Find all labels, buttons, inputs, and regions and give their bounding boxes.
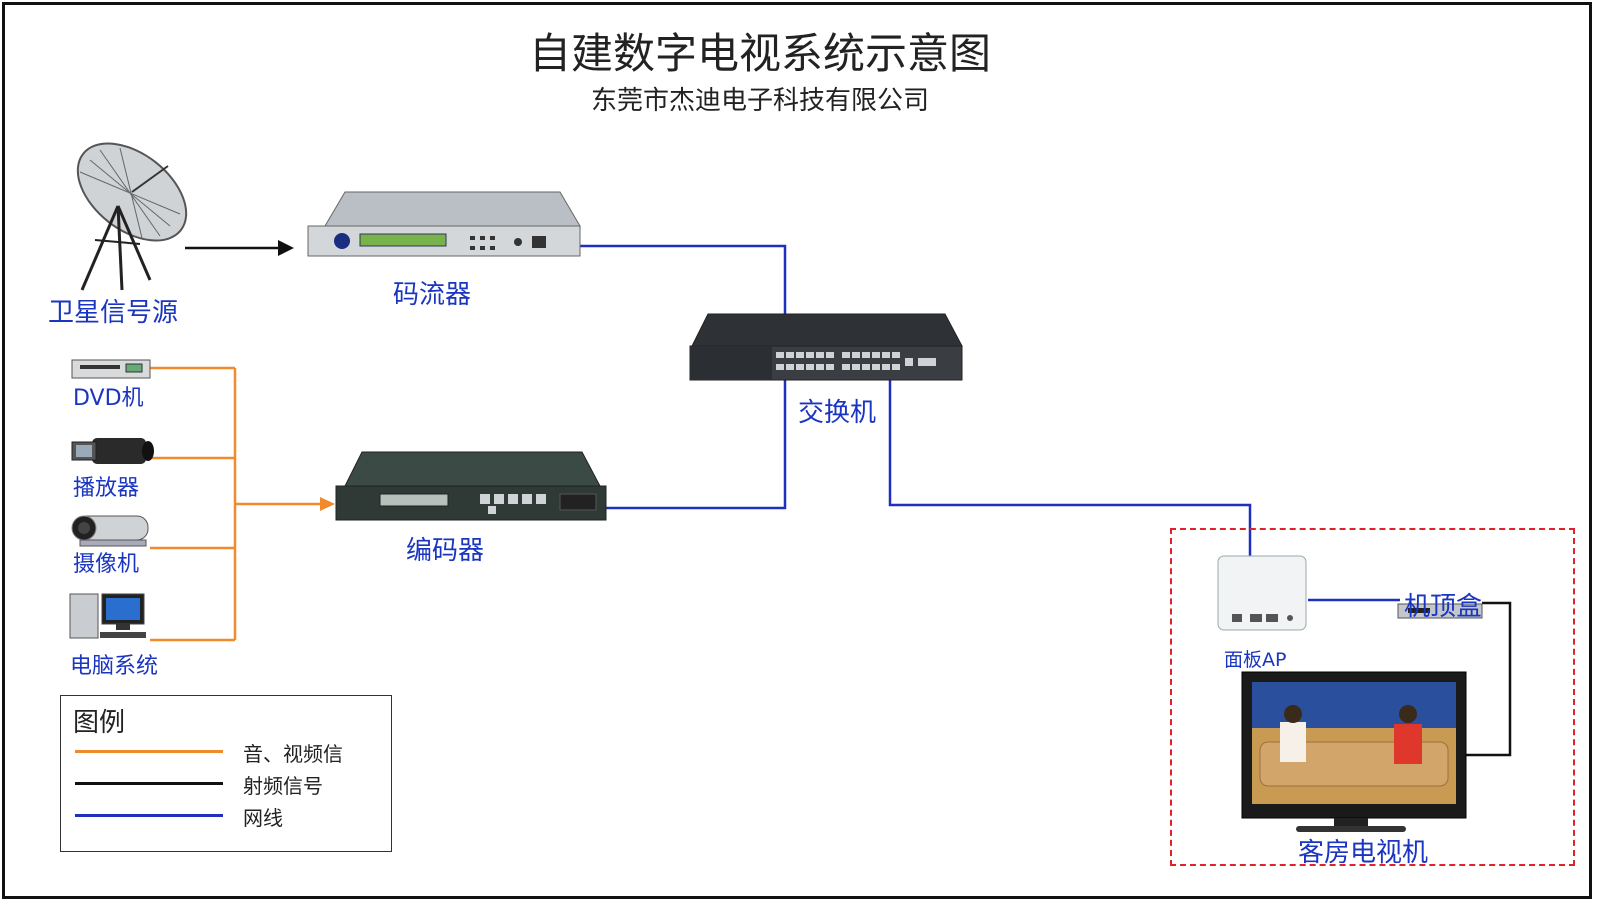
camcorder-icon <box>71 438 154 464</box>
dvd-label: DVD机 <box>73 386 144 411</box>
av-arrowhead <box>320 497 335 511</box>
encoder-device-icon <box>335 451 607 521</box>
legend-swatch-rf <box>75 782 223 785</box>
cctv-camera-icon <box>71 515 149 547</box>
legend-swatch-net <box>75 814 223 817</box>
stream-device-icon <box>307 191 581 257</box>
guest-room-boundary <box>1170 528 1575 866</box>
dvd-player-icon <box>71 359 151 379</box>
tv-icon <box>1241 671 1467 832</box>
net-link-switch-ap <box>888 374 1252 560</box>
legend-title: 图例 <box>73 708 126 738</box>
wifi-ap-icon <box>1217 555 1307 631</box>
camera-label: 摄像机 <box>73 552 140 577</box>
legend-swatch-av <box>75 750 223 753</box>
page-subtitle: 东莞市杰迪电子科技有限公司 <box>590 86 929 116</box>
av-links <box>150 366 335 642</box>
satellite-label: 卫星信号源 <box>48 298 179 328</box>
switch-ports <box>776 352 936 370</box>
legend-label-av: 音、视频信 <box>243 742 343 766</box>
net-link-encoder-switch <box>604 378 787 510</box>
stb-label: 机顶盒 <box>1404 592 1483 622</box>
legend-row-rf: 射频信号 <box>75 770 375 798</box>
legend: 图例 音、视频信 射频信号 网线 <box>60 695 392 852</box>
player-label: 播放器 <box>73 476 140 501</box>
legend-row-net: 网线 <box>75 802 375 830</box>
pc-icon <box>69 593 146 639</box>
legend-label-net: 网线 <box>243 806 283 830</box>
legend-row-av: 音、视频信 <box>75 738 375 766</box>
rf-arrowhead <box>278 240 294 256</box>
page-title: 自建数字电视系统示意图 <box>528 29 991 78</box>
rf-links <box>185 240 1512 757</box>
set-top-box-icon <box>1397 603 1483 619</box>
rf-link-stb-tv <box>1465 601 1512 757</box>
encoder-label: 编码器 <box>406 536 485 566</box>
switch-label: 交换机 <box>798 398 877 428</box>
switch-icon <box>689 313 963 381</box>
ap-label: 面板AP <box>1224 649 1287 671</box>
tv-label: 客房电视机 <box>1298 838 1429 868</box>
pc-label: 电脑系统 <box>70 654 159 679</box>
stream-label: 码流器 <box>393 280 472 310</box>
satellite-dish-icon <box>76 142 188 291</box>
legend-label-rf: 射频信号 <box>243 774 323 798</box>
